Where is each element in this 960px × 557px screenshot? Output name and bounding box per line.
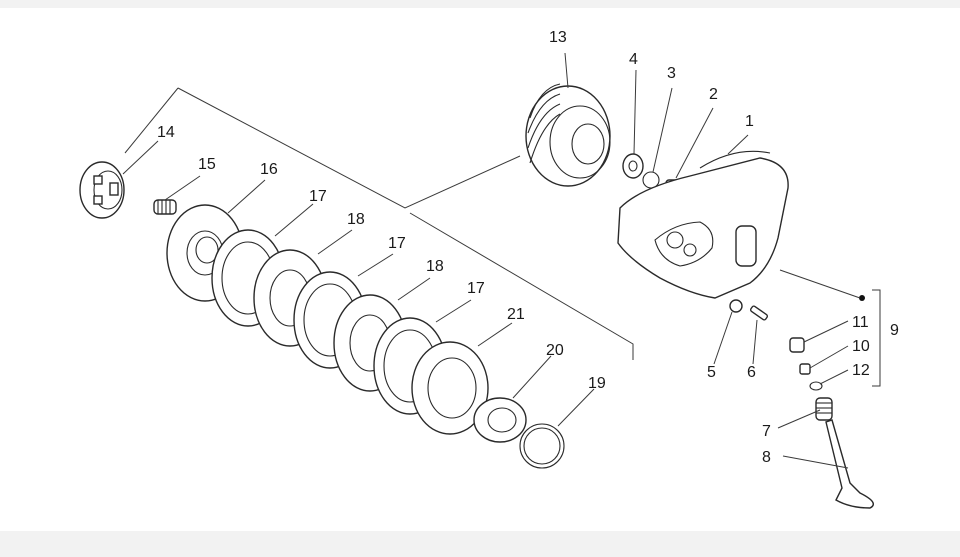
part-15-spring xyxy=(153,199,177,215)
exploded-parts-diagram: 13 4 3 2 1 14 15 16 17 18 17 18 17 21 20… xyxy=(79,29,899,509)
callout-16: 16 xyxy=(260,161,278,178)
diagram-canvas: 13 4 3 2 1 14 15 16 17 18 17 18 17 21 20… xyxy=(0,8,960,531)
callout-1: 1 xyxy=(745,113,754,130)
group-9-bracket xyxy=(779,269,881,387)
callout-18-a: 18 xyxy=(347,211,365,228)
part-13-clutch-drum xyxy=(525,83,611,187)
callout-4: 4 xyxy=(629,51,638,68)
part-14-clutch-hub xyxy=(79,161,125,219)
exploded-boundary xyxy=(124,87,634,360)
callout-13: 13 xyxy=(549,29,567,46)
part-20-cup xyxy=(473,397,527,443)
callout-18-b: 18 xyxy=(426,258,444,275)
part-5-washer xyxy=(729,299,743,313)
part-4-washer xyxy=(622,153,644,179)
part-6-screw xyxy=(749,305,769,321)
callout-11: 11 xyxy=(852,314,869,331)
callout-17-b: 17 xyxy=(388,235,406,252)
callout-19: 19 xyxy=(588,375,606,392)
callout-10: 10 xyxy=(852,338,870,355)
part-8-lever xyxy=(825,419,874,509)
callout-labels: 13 4 3 2 1 14 15 16 17 18 17 18 17 21 20… xyxy=(157,29,899,466)
callout-12: 12 xyxy=(852,362,870,379)
callout-20: 20 xyxy=(546,342,564,359)
part-1-cover xyxy=(617,150,789,299)
callout-15: 15 xyxy=(198,156,216,173)
callout-9: 9 xyxy=(890,322,899,339)
callout-8: 8 xyxy=(762,449,771,466)
part-19-circlip xyxy=(519,423,565,469)
callout-17-c: 17 xyxy=(467,280,485,297)
part-11-plug xyxy=(789,337,805,353)
callout-14: 14 xyxy=(157,124,175,141)
part-12-o-ring xyxy=(809,381,823,391)
leader-lines xyxy=(122,52,849,469)
callout-5: 5 xyxy=(707,364,716,381)
callout-3: 3 xyxy=(667,65,676,82)
callout-7: 7 xyxy=(762,423,771,440)
callout-2: 2 xyxy=(709,86,718,103)
callout-17-a: 17 xyxy=(309,188,327,205)
part-7-spring xyxy=(815,397,833,421)
callout-6: 6 xyxy=(747,364,756,381)
part-10-bush xyxy=(799,363,811,375)
callout-21: 21 xyxy=(507,306,525,323)
part-21-end-plate xyxy=(411,341,489,435)
